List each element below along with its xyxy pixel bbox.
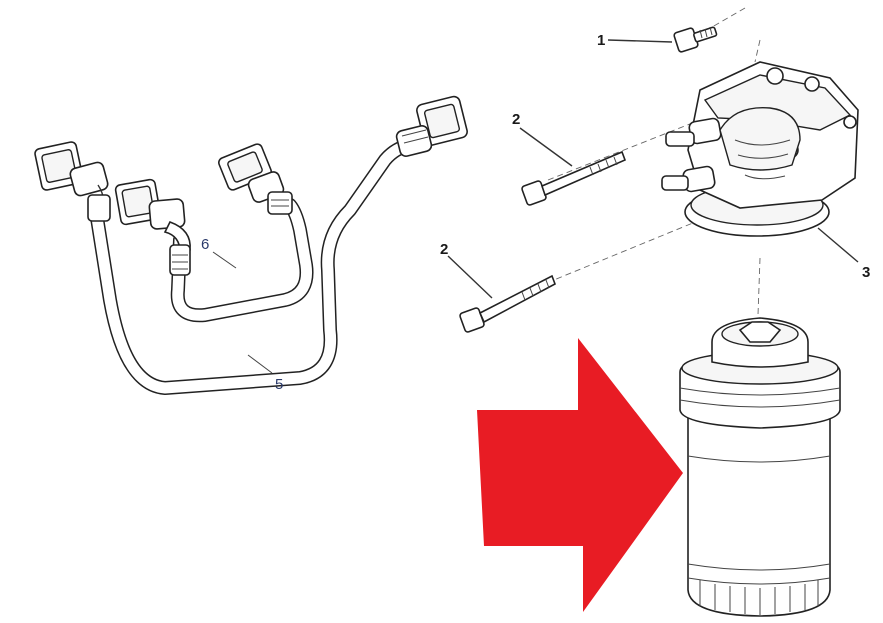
quick-connector-center bbox=[218, 143, 293, 215]
bolt-long-upper bbox=[521, 150, 627, 206]
leader-1 bbox=[607, 39, 673, 43]
callout-2-upper: 2 bbox=[512, 111, 520, 128]
hose-6 bbox=[170, 198, 314, 323]
quick-connector-middle bbox=[114, 178, 191, 276]
alignment-line-cartridge bbox=[757, 257, 761, 316]
callout-6: 6 bbox=[201, 236, 209, 253]
leader-5 bbox=[247, 354, 273, 374]
alignment-line-head bbox=[754, 39, 761, 63]
red-arrow-indicator bbox=[477, 338, 683, 612]
hose-5 bbox=[88, 138, 417, 395]
fuel-hose-assembly bbox=[34, 95, 468, 395]
quick-connector-right bbox=[395, 95, 468, 158]
fuel-filter-head bbox=[661, 61, 859, 237]
leader-2-lower bbox=[447, 255, 493, 299]
callout-2-lower: 2 bbox=[440, 241, 448, 258]
callout-5: 5 bbox=[275, 376, 283, 393]
callout-3: 3 bbox=[862, 264, 870, 281]
bolt-small bbox=[673, 26, 718, 53]
leader-3 bbox=[817, 227, 859, 263]
leader-2-upper bbox=[519, 127, 573, 167]
fuel-filter-cartridge bbox=[679, 317, 841, 617]
callout-1: 1 bbox=[597, 32, 605, 49]
quick-connector-left bbox=[34, 141, 111, 222]
bolt-long-lower bbox=[459, 274, 556, 333]
alignment-line-bolt-2a bbox=[547, 117, 706, 181]
leader-6 bbox=[212, 251, 237, 269]
